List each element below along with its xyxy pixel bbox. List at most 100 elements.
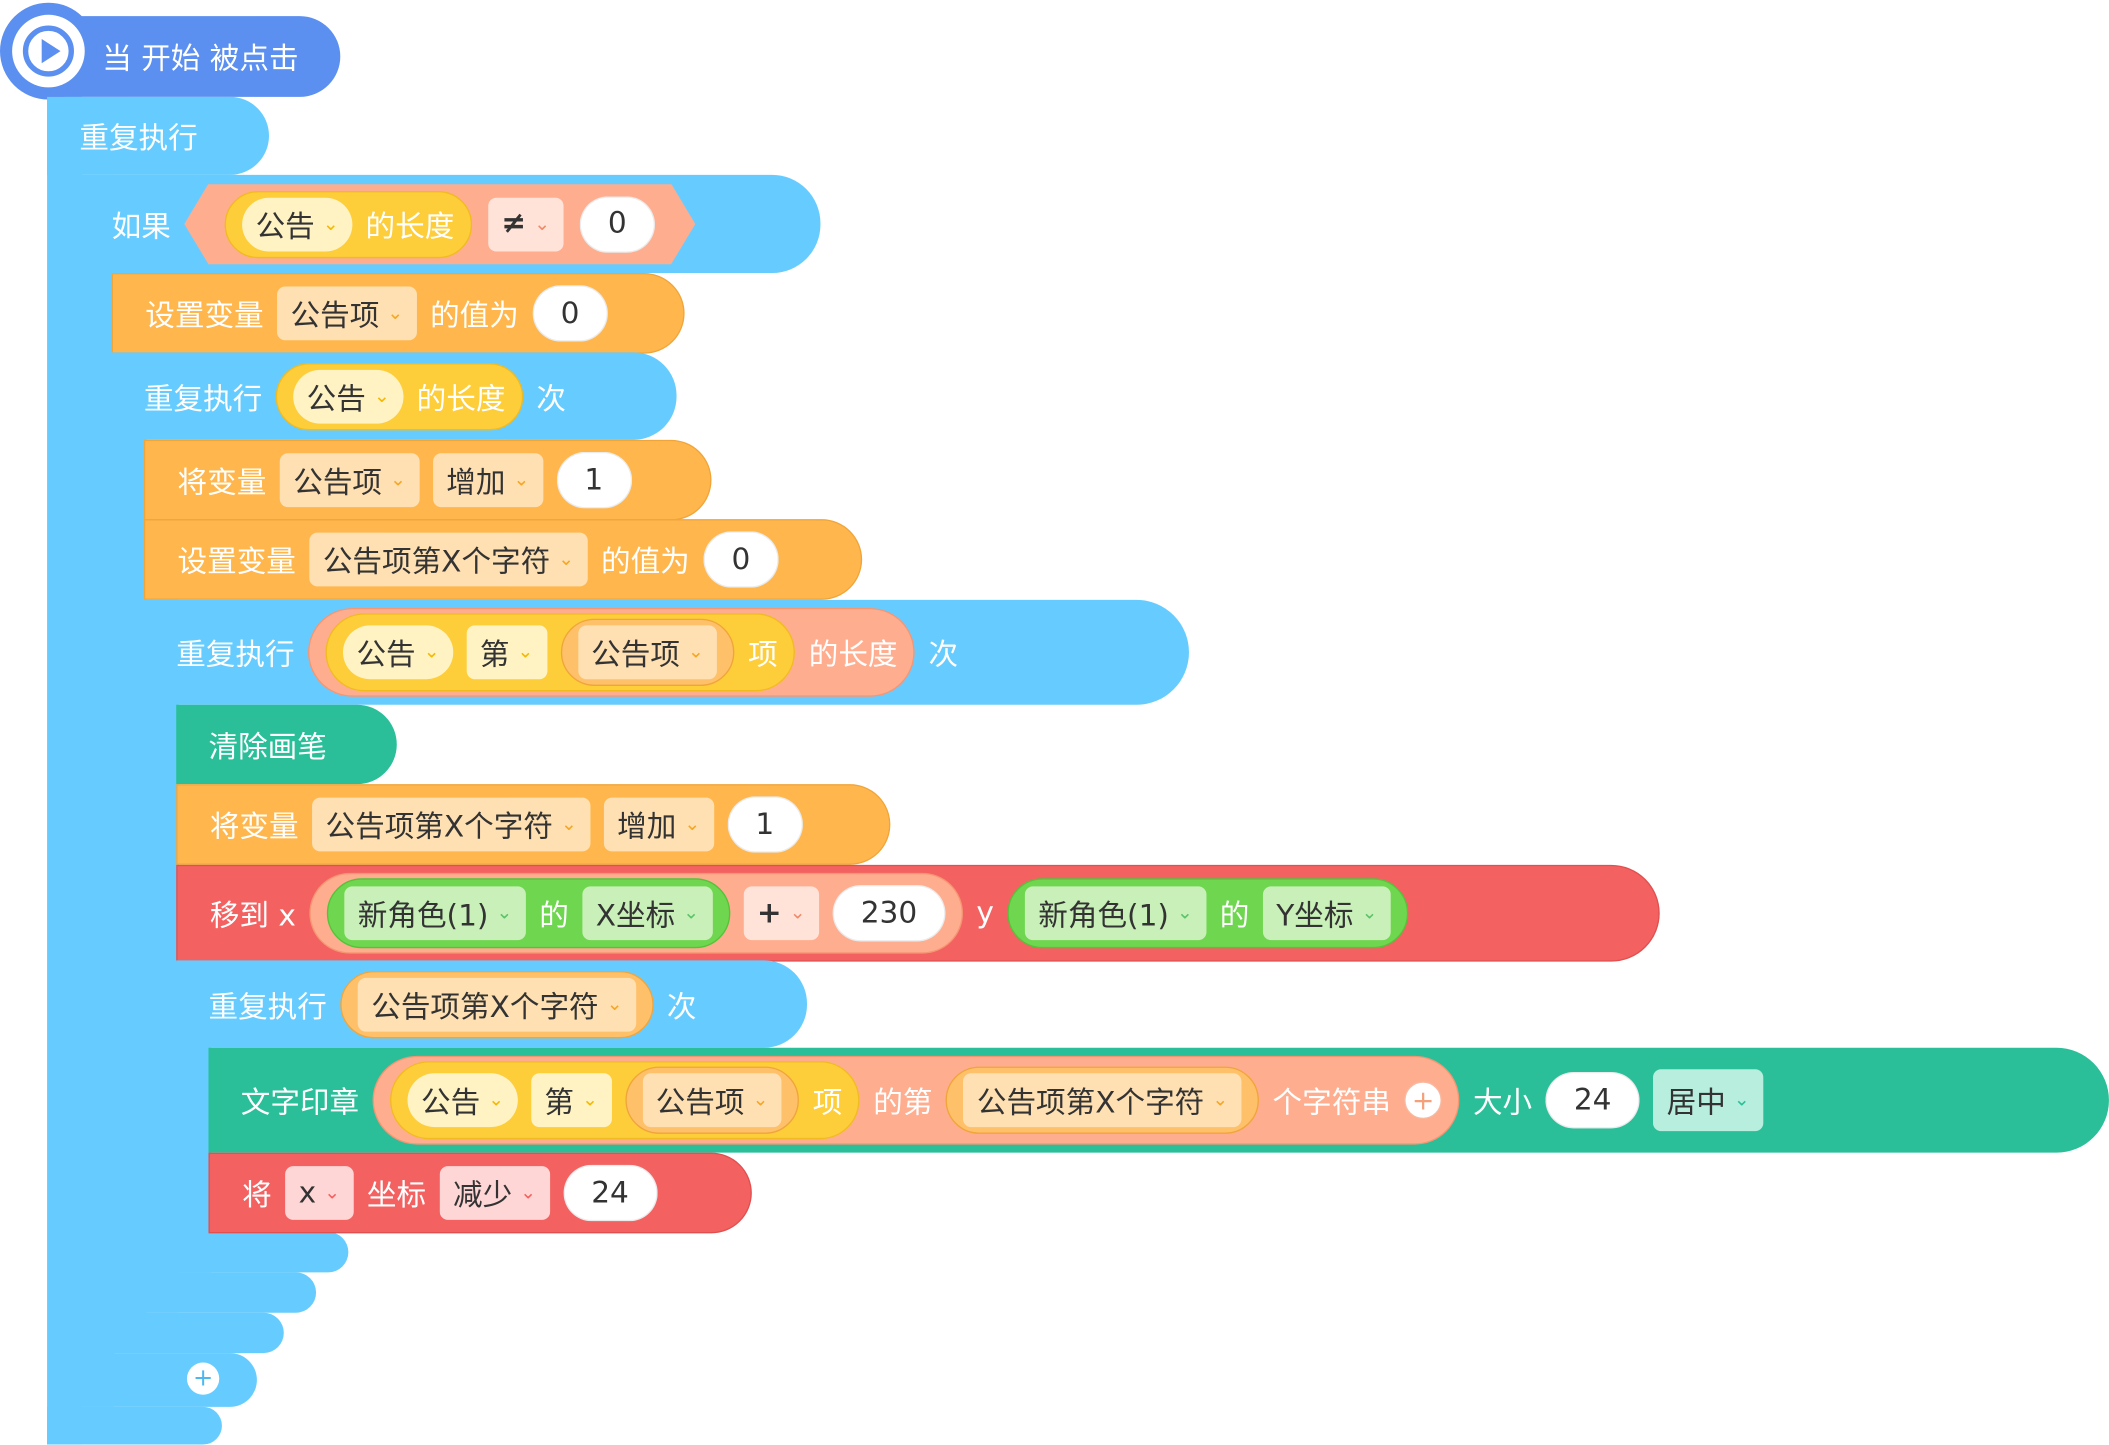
list-length-reporter[interactable]: 公告⌄ 的长度	[225, 190, 472, 257]
list-dropdown[interactable]: 公告⌄	[293, 369, 404, 424]
clear-label: 清除画笔	[208, 731, 327, 765]
chevron-down-icon: ⌄	[684, 813, 701, 836]
list-dropdown[interactable]: 公告⌄	[342, 625, 453, 680]
repeat-label: 重复执行	[208, 990, 327, 1025]
to-label: 的值为	[430, 299, 519, 334]
chevron-down-icon: ⌄	[688, 641, 704, 664]
chevron-down-icon: ⌄	[387, 302, 404, 325]
variable-reporter[interactable]: 公告项第X个字符⌄	[340, 970, 654, 1038]
property-dropdown[interactable]: Y坐标⌄	[1262, 886, 1391, 941]
item-label: 项	[748, 638, 778, 673]
length-label: 的长度	[808, 638, 898, 673]
chevron-down-icon: ⌄	[582, 1089, 598, 1111]
variable-dropdown[interactable]: 公告项⌄	[277, 286, 417, 341]
variable-dropdown[interactable]: 公告项第X个字符⌄	[357, 977, 636, 1031]
offset-value-input[interactable]: 230	[832, 885, 946, 942]
align-dropdown[interactable]: 居中⌄	[1653, 1069, 1764, 1132]
size-input[interactable]: 24	[1545, 1071, 1640, 1129]
chevron-down-icon: ⌄	[324, 1182, 340, 1204]
op-dropdown[interactable]: 增加⌄	[603, 797, 714, 852]
of-label: 的	[1219, 899, 1250, 934]
chevron-down-icon: ⌄	[1733, 1089, 1750, 1111]
change-value-input[interactable]: 1	[556, 451, 632, 509]
if-label: 如果	[111, 210, 171, 245]
add-operator-reporter[interactable]: 新角色(1)⌄ 的 X坐标⌄ +⌄ 230	[309, 872, 963, 954]
char-suffix-label: 个字符串	[1272, 1086, 1391, 1121]
variable-dropdown[interactable]: 公告项第X个字符⌄	[963, 1073, 1242, 1128]
property-dropdown[interactable]: X坐标⌄	[582, 886, 713, 941]
clear-pen-block[interactable]: 清除画笔	[176, 704, 397, 785]
list-item-reporter[interactable]: 公告⌄ 第⌄ 公告项⌄ 项	[325, 613, 796, 692]
variable-reporter[interactable]: 公告项第X个字符⌄	[945, 1066, 1260, 1134]
variable-reporter[interactable]: 公告项⌄	[560, 618, 735, 686]
axis-dropdown[interactable]: x⌄	[285, 1166, 354, 1220]
sprite-dropdown[interactable]: 新角色(1)⌄	[1024, 886, 1207, 941]
chevron-down-icon: ⌄	[496, 902, 513, 925]
if-block[interactable]: 如果 公告⌄ 的长度 ≠⌄ 0	[79, 174, 821, 274]
variable-dropdown[interactable]: 公告项第X个字符⌄	[309, 532, 588, 587]
nth-label: 的第	[873, 1086, 933, 1121]
item-di-dropdown[interactable]: 第⌄	[466, 625, 547, 680]
repeat-block[interactable]: 重复执行 公告⌄ 第⌄ 公告项⌄ 项 的长度 次	[143, 599, 1189, 705]
change-label: 将变量	[209, 811, 299, 845]
goto-xy-block[interactable]: 移到 x 新角色(1)⌄ 的 X坐标⌄ +⌄ 230 y 新角色(1)⌄ 的 Y…	[176, 864, 1660, 962]
forever-label: 重复执行	[79, 122, 198, 157]
sprite-property-reporter[interactable]: 新角色(1)⌄ 的 X坐标⌄	[326, 878, 730, 949]
op-dropdown[interactable]: 减少⌄	[439, 1166, 550, 1220]
set-variable-block[interactable]: 设置变量 公告项⌄ 的值为 0	[111, 273, 685, 354]
repeat-block[interactable]: 重复执行 公告项第X个字符⌄ 次	[176, 960, 807, 1048]
variable-dropdown[interactable]: 公告项第X个字符⌄	[312, 797, 591, 852]
op-dropdown[interactable]: 增加⌄	[432, 453, 543, 508]
list-dropdown[interactable]: 公告⌄	[407, 1073, 518, 1128]
compare-value-input[interactable]: 0	[580, 196, 655, 252]
chevron-down-icon: ⌄	[517, 641, 534, 664]
item-di-dropdown[interactable]: 第⌄	[530, 1073, 612, 1128]
repeat1-footer	[111, 1312, 284, 1354]
list-dropdown[interactable]: 公告⌄	[242, 197, 352, 251]
string-char-reporter[interactable]: 公告⌄ 第⌄ 公告项⌄ 项 的第 公告项第X个字符⌄ 个字符串 +	[372, 1055, 1460, 1145]
change-variable-block[interactable]: 将变量 公告项⌄ 增加⌄ 1	[143, 439, 712, 521]
set-value-input[interactable]: 0	[703, 531, 779, 588]
variable-dropdown[interactable]: 公告项⌄	[642, 1073, 782, 1128]
operator-dropdown[interactable]: +⌄	[743, 886, 819, 941]
variable-dropdown[interactable]: 公告项⌄	[279, 453, 420, 508]
chevron-down-icon: ⌄	[488, 1089, 505, 1111]
operator-dropdown[interactable]: ≠⌄	[488, 197, 564, 251]
forever-frame-left	[47, 94, 83, 1445]
repeat1-frame-left	[111, 352, 147, 1354]
repeat-block[interactable]: 重复执行 公告⌄ 的长度 次	[111, 352, 677, 440]
item-length-reporter[interactable]: 公告⌄ 第⌄ 公告项⌄ 项 的长度	[308, 607, 915, 697]
chevron-down-icon: ⌄	[789, 902, 806, 925]
chevron-down-icon: ⌄	[520, 1182, 537, 1204]
change-coord-value-input[interactable]: 24	[562, 1164, 658, 1222]
variable-dropdown[interactable]: 公告项⌄	[577, 625, 718, 680]
text-stamp-block[interactable]: 文字印章 公告⌄ 第⌄ 公告项⌄ 项 的第 公告项第X个字符⌄ 个字符串 + 大…	[208, 1047, 2109, 1153]
forever-footer	[47, 1406, 222, 1445]
chevron-down-icon: ⌄	[534, 213, 551, 235]
set-label: 设置变量	[145, 299, 264, 334]
if-frame-left	[79, 174, 115, 1407]
chevron-down-icon: ⌄	[1212, 1089, 1229, 1111]
sprite-dropdown[interactable]: 新角色(1)⌄	[344, 886, 526, 941]
item-label: 项	[812, 1086, 843, 1121]
size-label: 大小	[1472, 1086, 1533, 1121]
set-variable-block[interactable]: 设置变量 公告项第X个字符⌄ 的值为 0	[143, 519, 863, 600]
repeat-label: 重复执行	[143, 382, 263, 417]
list-item-reporter[interactable]: 公告⌄ 第⌄ 公告项⌄ 项	[390, 1061, 860, 1140]
not-equal-condition[interactable]: 公告⌄ 的长度 ≠⌄ 0	[184, 184, 695, 265]
chevron-down-icon: ⌄	[1177, 902, 1193, 925]
change-coordinate-block[interactable]: 将 x⌄ 坐标 减少⌄ 24	[208, 1152, 752, 1234]
length-label: 的长度	[365, 210, 455, 245]
variable-reporter[interactable]: 公告项⌄	[624, 1066, 800, 1134]
add-icon[interactable]: +	[1404, 1081, 1443, 1120]
play-icon[interactable]	[0, 2, 97, 100]
start-label: 当 开始 被点击	[102, 43, 299, 77]
forever-block[interactable]: 重复执行	[47, 96, 270, 175]
change-value-input[interactable]: 1	[727, 796, 803, 853]
set-value-input[interactable]: 0	[532, 285, 608, 342]
add-else-button[interactable]: +	[186, 1362, 220, 1395]
sprite-property-reporter[interactable]: 新角色(1)⌄ 的 Y坐标⌄	[1007, 878, 1409, 949]
list-length-reporter[interactable]: 公告⌄ 的长度	[275, 362, 523, 430]
change-variable-block[interactable]: 将变量 公告项第X个字符⌄ 增加⌄ 1	[176, 784, 891, 865]
change-label: 将变量	[177, 466, 267, 501]
